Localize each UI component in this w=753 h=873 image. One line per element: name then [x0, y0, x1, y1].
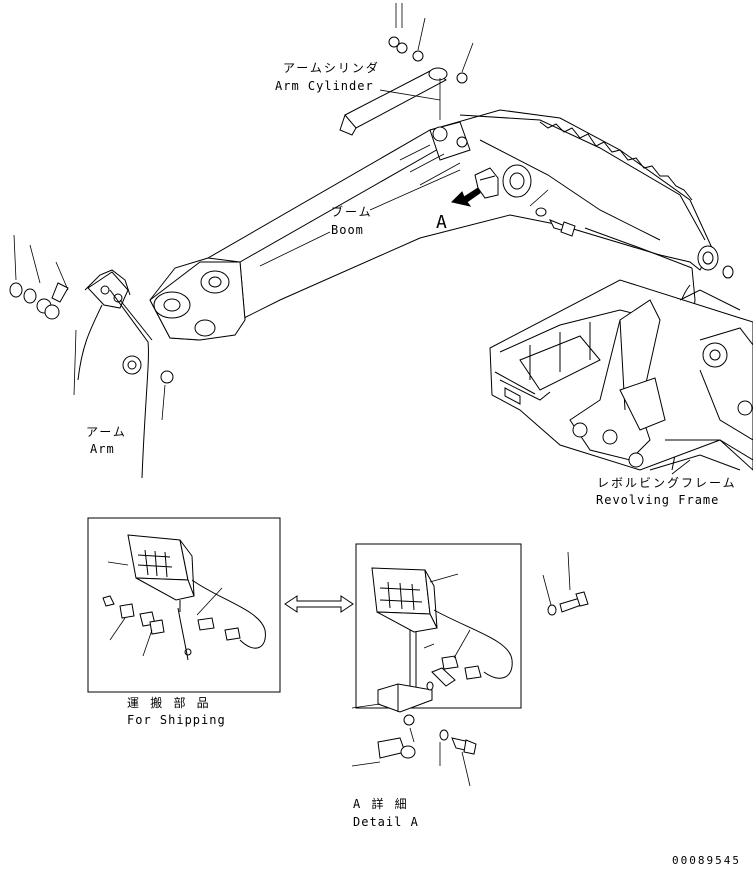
label-detail-a-en: Detail A — [353, 815, 419, 829]
for-shipping-view: 運 搬 部 品 For Shipping — [87, 517, 281, 727]
view-marker-a: A — [436, 212, 447, 233]
arm-cylinder — [339, 67, 448, 136]
label-boom-jp: ブーム — [331, 204, 373, 219]
label-arm: アーム Arm — [73, 329, 127, 456]
drawing-number: 00089545 — [672, 854, 741, 867]
label-arm-en: Arm — [90, 442, 115, 456]
arm — [77, 269, 174, 479]
label-arm-cylinder-en: Arm Cylinder — [275, 79, 374, 93]
arm-fasteners — [9, 234, 69, 320]
label-arm-cylinder-jp: アームシリンダ — [283, 60, 380, 75]
label-revolving-frame-en: Revolving Frame — [596, 493, 719, 507]
boom-fasteners — [529, 189, 734, 279]
label-detail-a: A 詳 細 Detail A — [353, 796, 419, 829]
label-revolving-frame: レボルビングフレーム Revolving Frame — [596, 459, 737, 507]
label-arm-jp: アーム — [86, 425, 127, 439]
view-arrow-a — [451, 187, 481, 207]
detail-a-view — [351, 543, 589, 713]
label-boom: ブーム Boom — [259, 169, 461, 267]
label-for-shipping-en: For Shipping — [127, 713, 226, 727]
revolving-frame — [489, 279, 753, 471]
label-revolving-frame-jp: レボルビングフレーム — [597, 476, 737, 490]
label-arm-cylinder: アームシリンダ Arm Cylinder — [275, 60, 441, 101]
boom — [149, 109, 719, 341]
label-detail-a-jp: A 詳 細 — [353, 796, 409, 811]
label-for-shipping-jp: 運 搬 部 品 — [127, 695, 211, 710]
arm-cylinder-fasteners — [388, 3, 474, 84]
detail-fasteners — [351, 714, 477, 787]
label-boom-en: Boom — [331, 223, 364, 237]
double-arrow — [284, 595, 354, 613]
